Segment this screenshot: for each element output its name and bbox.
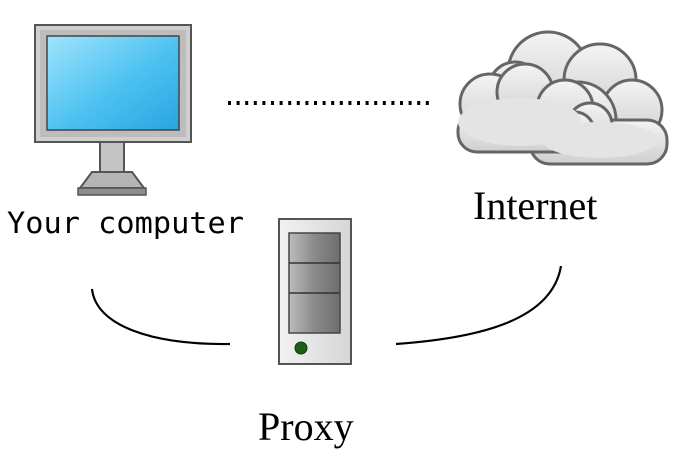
monitor-icon — [34, 24, 192, 196]
internet-label: Internet — [473, 183, 597, 228]
server-tower-icon — [278, 218, 352, 365]
power-led-icon — [294, 341, 308, 355]
computer-label: Your computer — [7, 206, 244, 240]
proxy-internet-connector — [395, 265, 563, 346]
computer-proxy-connector — [90, 288, 231, 346]
proxy-label: Proxy — [258, 404, 354, 449]
cloud-icon — [456, 30, 669, 166]
